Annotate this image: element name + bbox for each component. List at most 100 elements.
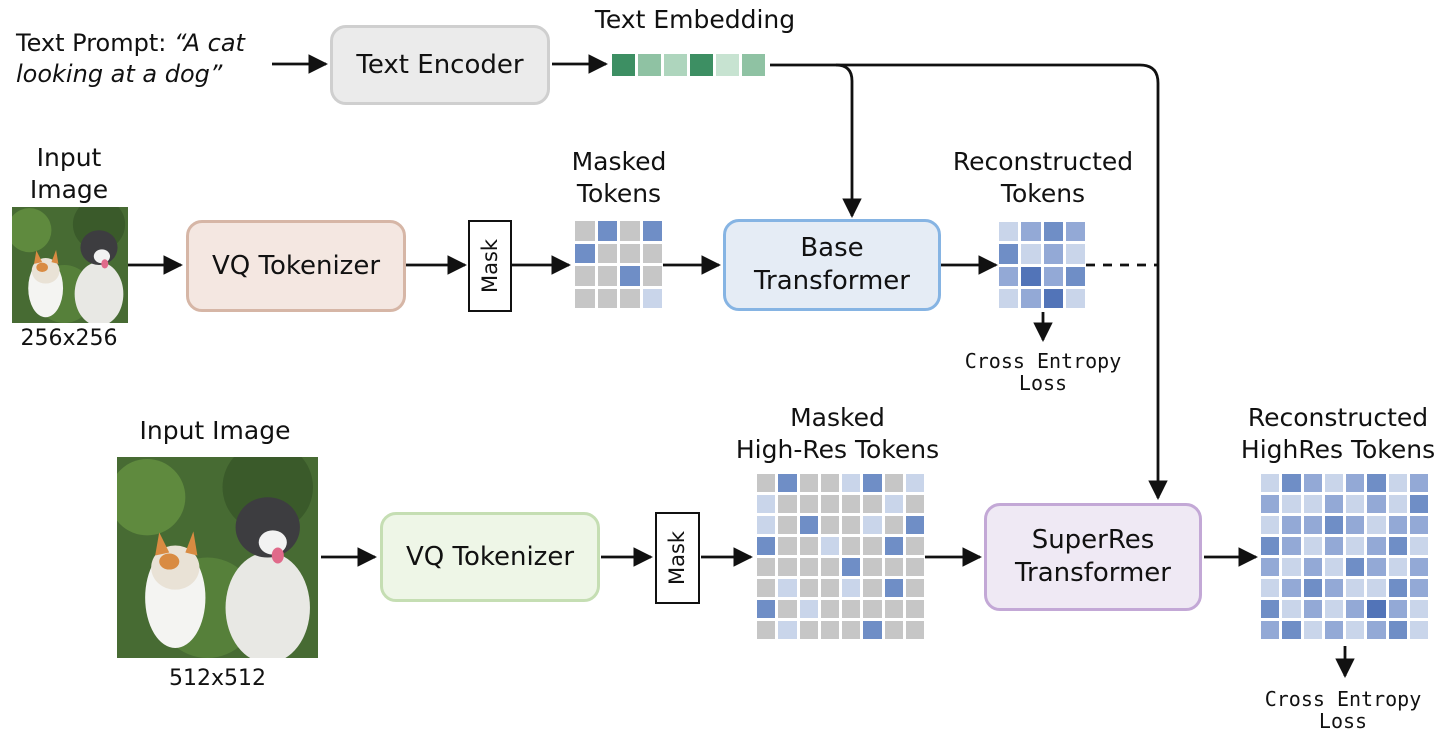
base-input-title-line1: Input — [36, 143, 102, 172]
token — [1324, 600, 1343, 618]
token — [575, 288, 595, 308]
masked-tokens-title-line1: Masked — [571, 147, 667, 176]
token — [1043, 222, 1063, 242]
token — [778, 495, 797, 513]
token — [863, 621, 882, 639]
token — [1346, 579, 1365, 597]
token — [905, 600, 924, 618]
token — [1303, 600, 1322, 618]
base-transformer-box: Base Transformer — [723, 219, 941, 311]
token — [1261, 579, 1280, 597]
token — [799, 600, 818, 618]
text-embedding-vector — [612, 54, 765, 76]
token — [842, 621, 861, 639]
token — [1324, 537, 1343, 555]
loss-base-line2: Loss — [1018, 371, 1068, 395]
token — [842, 537, 861, 555]
token — [757, 558, 776, 576]
token — [999, 244, 1019, 264]
token — [778, 537, 797, 555]
token — [1324, 516, 1343, 534]
base-input-size: 256x256 — [20, 326, 118, 351]
base-input-title-line2: Image — [29, 175, 109, 204]
token — [620, 221, 640, 241]
token — [999, 266, 1019, 286]
token — [778, 474, 797, 492]
token — [1065, 244, 1085, 264]
token — [842, 474, 861, 492]
token — [1261, 558, 1280, 576]
masked-tokens-grid — [575, 221, 662, 308]
loss-base-line1: Cross Entropy — [964, 349, 1122, 373]
token — [1367, 579, 1386, 597]
token — [1282, 495, 1301, 513]
vq-tokenizer-label-base: VQ Tokenizer — [211, 250, 381, 281]
token — [778, 600, 797, 618]
input-image-256 — [12, 207, 128, 323]
token — [620, 243, 640, 263]
token — [820, 579, 839, 597]
token — [597, 243, 617, 263]
token — [642, 266, 662, 286]
token — [1367, 537, 1386, 555]
mask-label-base: Mask — [478, 238, 502, 294]
token — [1324, 579, 1343, 597]
token — [757, 600, 776, 618]
token — [799, 516, 818, 534]
token — [1346, 474, 1365, 492]
text-embedding-title: Text Embedding — [594, 5, 796, 34]
token — [863, 600, 882, 618]
token — [863, 474, 882, 492]
token — [1388, 621, 1407, 639]
token — [820, 621, 839, 639]
token — [1409, 537, 1428, 555]
token — [1065, 266, 1085, 286]
token — [575, 243, 595, 263]
embedding-cell — [716, 54, 739, 76]
token — [642, 221, 662, 241]
token — [1388, 579, 1407, 597]
token — [620, 288, 640, 308]
token — [884, 600, 903, 618]
token — [757, 537, 776, 555]
token — [799, 621, 818, 639]
superres-transformer-label-line1: SuperRes — [1031, 525, 1155, 555]
token — [1409, 558, 1428, 576]
token — [820, 537, 839, 555]
token — [1367, 621, 1386, 639]
token — [1388, 600, 1407, 618]
base-transformer-label-line2: Transformer — [753, 266, 910, 296]
embedding-cell — [612, 54, 635, 76]
embedding-cell — [638, 54, 661, 76]
token — [1367, 516, 1386, 534]
token — [778, 579, 797, 597]
token — [1324, 558, 1343, 576]
token — [1021, 244, 1041, 264]
masked-highres-title-line2: High-Res Tokens — [735, 435, 940, 464]
token — [1346, 558, 1365, 576]
cross-entropy-loss-highres: Cross Entropy Loss — [1246, 688, 1440, 732]
token — [1388, 516, 1407, 534]
token — [905, 579, 924, 597]
masked-highres-tokens-title: Masked High-Res Tokens — [730, 402, 945, 466]
token — [1324, 621, 1343, 639]
token — [1065, 288, 1085, 308]
mask-label-highres: Mask — [665, 530, 690, 586]
reconstructed-tokens-grid — [999, 222, 1085, 308]
token — [820, 495, 839, 513]
token — [575, 266, 595, 286]
loss-highres-line2: Loss — [1318, 709, 1368, 733]
token — [757, 474, 776, 492]
token — [642, 243, 662, 263]
reconstructed-highres-tokens-title: Reconstructed HighRes Tokens — [1238, 402, 1438, 466]
token — [597, 288, 617, 308]
token — [1303, 621, 1322, 639]
token — [1367, 600, 1386, 618]
token — [778, 621, 797, 639]
token — [1282, 600, 1301, 618]
token — [1409, 579, 1428, 597]
embedding-cell — [742, 54, 765, 76]
token — [1388, 495, 1407, 513]
token — [1065, 222, 1085, 242]
